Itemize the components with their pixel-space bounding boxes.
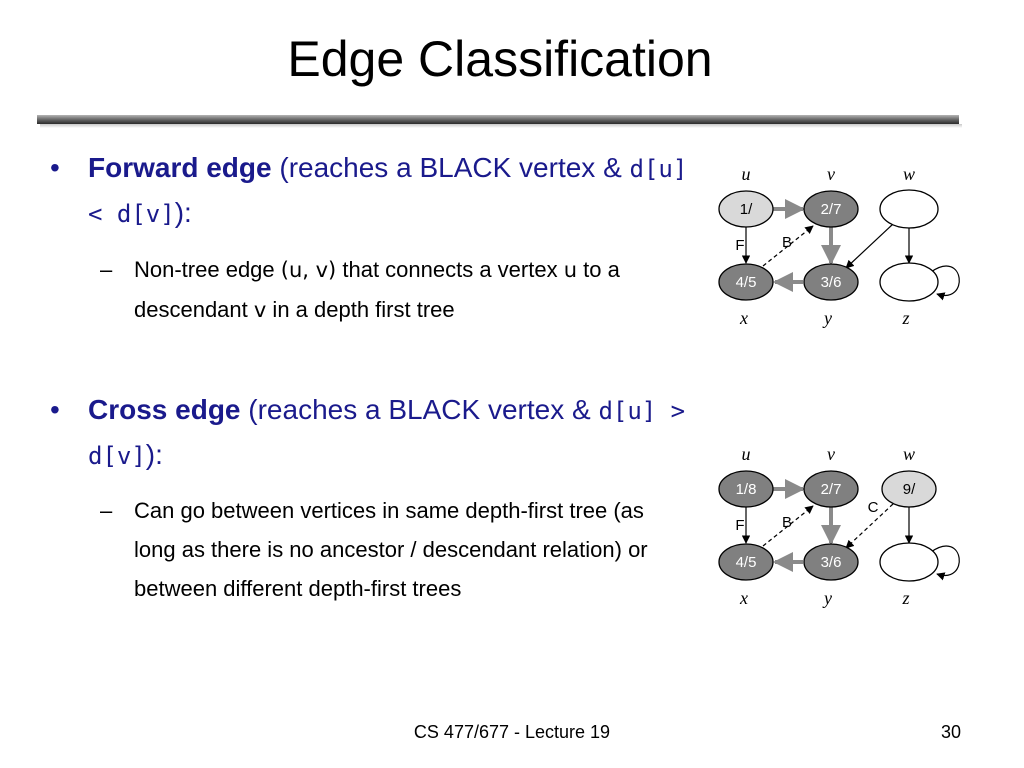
forward-edge-text: Forward edge (reaches a BLACK vertex & d…: [88, 146, 690, 236]
forward-edge-subpoint: – Non-tree edge (u, v) that connects a v…: [100, 250, 700, 330]
sub-code-uv: (u, v): [280, 258, 337, 282]
edge-label-back: B: [782, 514, 792, 531]
subpoint-dash: –: [100, 498, 113, 523]
title-divider-shadow: [40, 124, 962, 128]
cross-edge-graph-diagram: u v w x y z F B C 1/8 2/7 9/ 4/5 3/6: [718, 444, 960, 608]
vertex-y: 3/6: [803, 543, 859, 581]
forward-edge-condition: d[u] < d[v]: [88, 155, 688, 228]
vertex-z: [879, 262, 939, 302]
cross-edge-subpoint-text: Can go between vertices in same depth-fi…: [134, 498, 648, 601]
vertex-u-times: 1/: [740, 201, 753, 218]
vertex-label-x: x: [739, 588, 748, 608]
subpoint-dash: –: [100, 257, 113, 282]
vertex-x: 4/5: [718, 263, 774, 301]
sub-text-2: that connects a vertex: [336, 257, 564, 282]
bullet-marker: •: [50, 152, 60, 183]
vertex-label-x: x: [739, 308, 748, 328]
vertex-w-times: 9/: [903, 481, 916, 498]
vertex-z: [879, 542, 939, 582]
footer-course: CS 477/677 - Lecture 19: [413, 722, 611, 742]
sub-text-1: Non-tree edge: [134, 257, 281, 282]
vertex-u-times: 1/8: [736, 481, 757, 498]
vertex-v: 2/7: [803, 470, 859, 508]
forward-edge-desc-post: ):: [174, 197, 192, 228]
edge-label-cross: C: [868, 499, 879, 516]
vertex-label-u: u: [742, 164, 751, 184]
forward-edge-heading: Forward edge: [88, 152, 272, 183]
cross-edge-text: Cross edge (reaches a BLACK vertex & d[u…: [88, 388, 690, 478]
title-divider: [37, 115, 959, 124]
vertex-label-y: y: [822, 308, 832, 328]
vertex-y: 3/6: [803, 263, 859, 301]
vertex-y-times: 3/6: [821, 554, 842, 571]
vertex-x: 4/5: [718, 543, 774, 581]
forward-edge-graph-diagram: u v w x y z F B 1/ 2/7 4/5 3/6: [718, 164, 960, 328]
vertex-x-times: 4/5: [736, 274, 757, 291]
vertex-v-times: 2/7: [821, 481, 842, 498]
cross-edge-condition: d[u] > d[v]: [88, 397, 686, 470]
vertex-label-z: z: [901, 588, 909, 608]
edge-x-v-back: [762, 505, 814, 547]
vertex-label-v: v: [827, 164, 835, 184]
vertex-u: 1/8: [718, 470, 774, 508]
sub-text-3: to a descendant: [134, 257, 620, 322]
vertex-x-times: 4/5: [736, 554, 757, 571]
edge-label-forward: F: [735, 237, 744, 254]
vertex-label-y: y: [822, 588, 832, 608]
forward-edge-bullet: • Forward edge (reaches a BLACK vertex &…: [50, 146, 690, 236]
vertex-v-times: 2/7: [821, 201, 842, 218]
forward-edge-subpoint-text: Non-tree edge (u, v) that connects a ver…: [134, 250, 700, 330]
cross-edge-subpoint: – Can go between vertices in same depth-…: [100, 491, 690, 608]
edge-label-forward: F: [735, 517, 744, 534]
bullet-marker: •: [50, 394, 60, 425]
vertex-label-z: z: [901, 308, 909, 328]
slide-title: Edge Classification: [287, 31, 713, 87]
vertex-v: 2/7: [803, 190, 859, 228]
cross-edge-bullet: • Cross edge (reaches a BLACK vertex & d…: [50, 388, 690, 478]
sub-code-u: u: [563, 258, 578, 282]
edge-z-self-loop: [930, 545, 960, 581]
cross-edge-desc-post: ):: [145, 439, 163, 470]
vertex-label-v: v: [827, 444, 835, 464]
edge-label-back: B: [782, 234, 792, 251]
page-number: 30: [940, 722, 961, 742]
vertex-w: 9/: [881, 470, 937, 508]
vertex-label-w: w: [903, 444, 915, 464]
forward-edge-desc-pre: (reaches a BLACK vertex &: [271, 152, 630, 183]
edge-x-v-back: [762, 225, 814, 267]
vertex-u: 1/: [718, 190, 774, 228]
edge-z-self-loop: [930, 265, 960, 301]
cross-edge-heading: Cross edge: [88, 394, 241, 425]
vertex-label-w: w: [903, 164, 915, 184]
vertex-y-times: 3/6: [821, 274, 842, 291]
edge-w-y-cross: [845, 503, 894, 549]
vertex-label-u: u: [742, 444, 751, 464]
cross-edge-desc-pre: (reaches a BLACK vertex &: [240, 394, 599, 425]
sub-text-4: in a depth first tree: [266, 297, 455, 322]
sub-code-v: v: [253, 298, 267, 322]
edge-w-y: [845, 223, 894, 269]
vertex-w: [879, 189, 939, 229]
